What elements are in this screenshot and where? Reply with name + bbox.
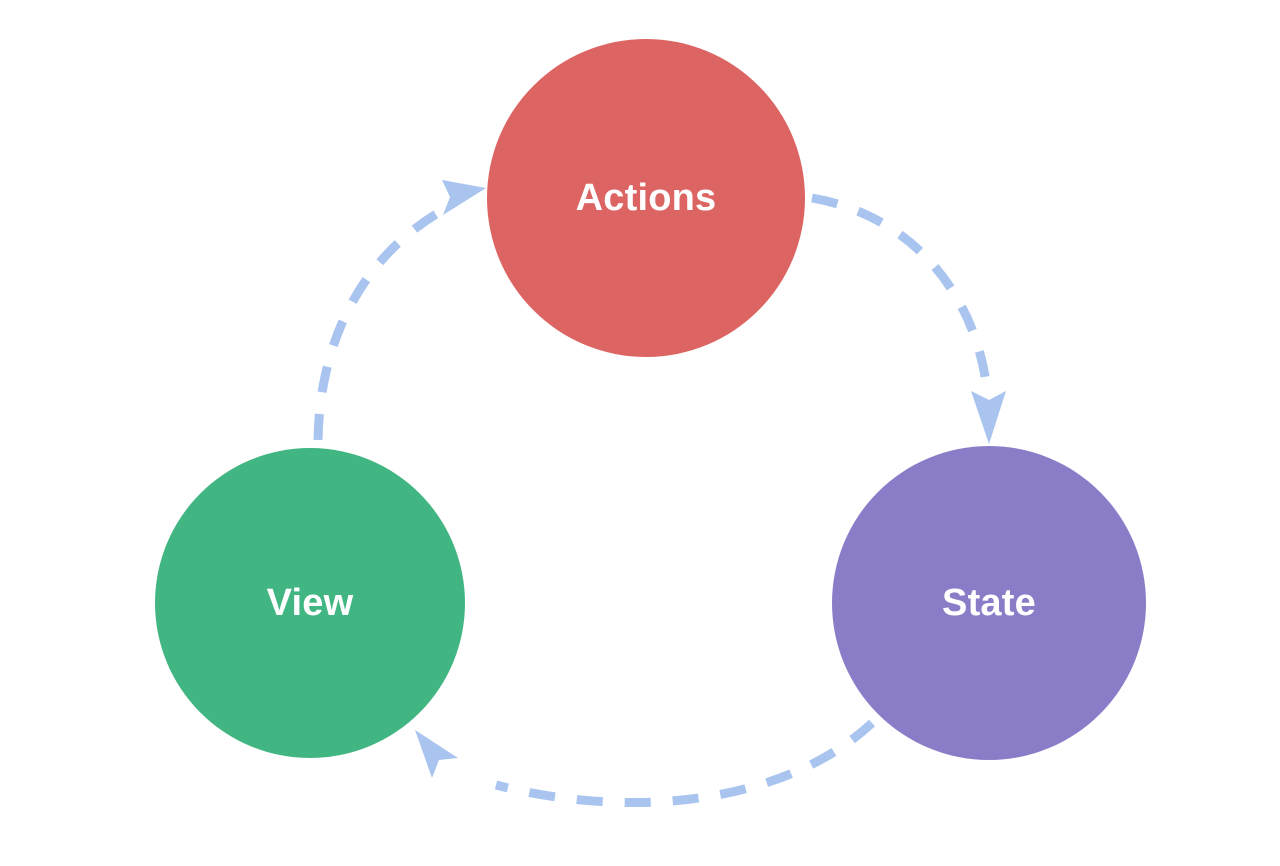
node-actions[interactable]: Actions bbox=[487, 39, 805, 357]
edge-actions-to-state-arrowhead bbox=[971, 391, 1006, 444]
edge-view-to-actions-path bbox=[313, 201, 455, 441]
node-view-label: View bbox=[267, 582, 354, 624]
edge-state-to-view-arrowhead bbox=[415, 730, 458, 778]
edge-actions-to-state-path bbox=[811, 193, 991, 383]
node-view[interactable]: View bbox=[155, 448, 465, 758]
node-state-circle[interactable] bbox=[832, 446, 1146, 760]
edge-view-to-actions bbox=[313, 180, 486, 441]
edge-actions-to-state bbox=[811, 193, 1006, 444]
edge-state-to-view bbox=[415, 719, 876, 807]
edge-state-to-view-path bbox=[494, 719, 876, 807]
node-state[interactable]: State bbox=[832, 446, 1146, 760]
node-view-circle[interactable] bbox=[155, 448, 465, 758]
edge-view-to-actions-arrowhead bbox=[442, 180, 486, 215]
node-actions-label: Actions bbox=[576, 177, 717, 219]
node-state-label: State bbox=[942, 582, 1036, 624]
node-actions-circle[interactable] bbox=[487, 39, 805, 357]
